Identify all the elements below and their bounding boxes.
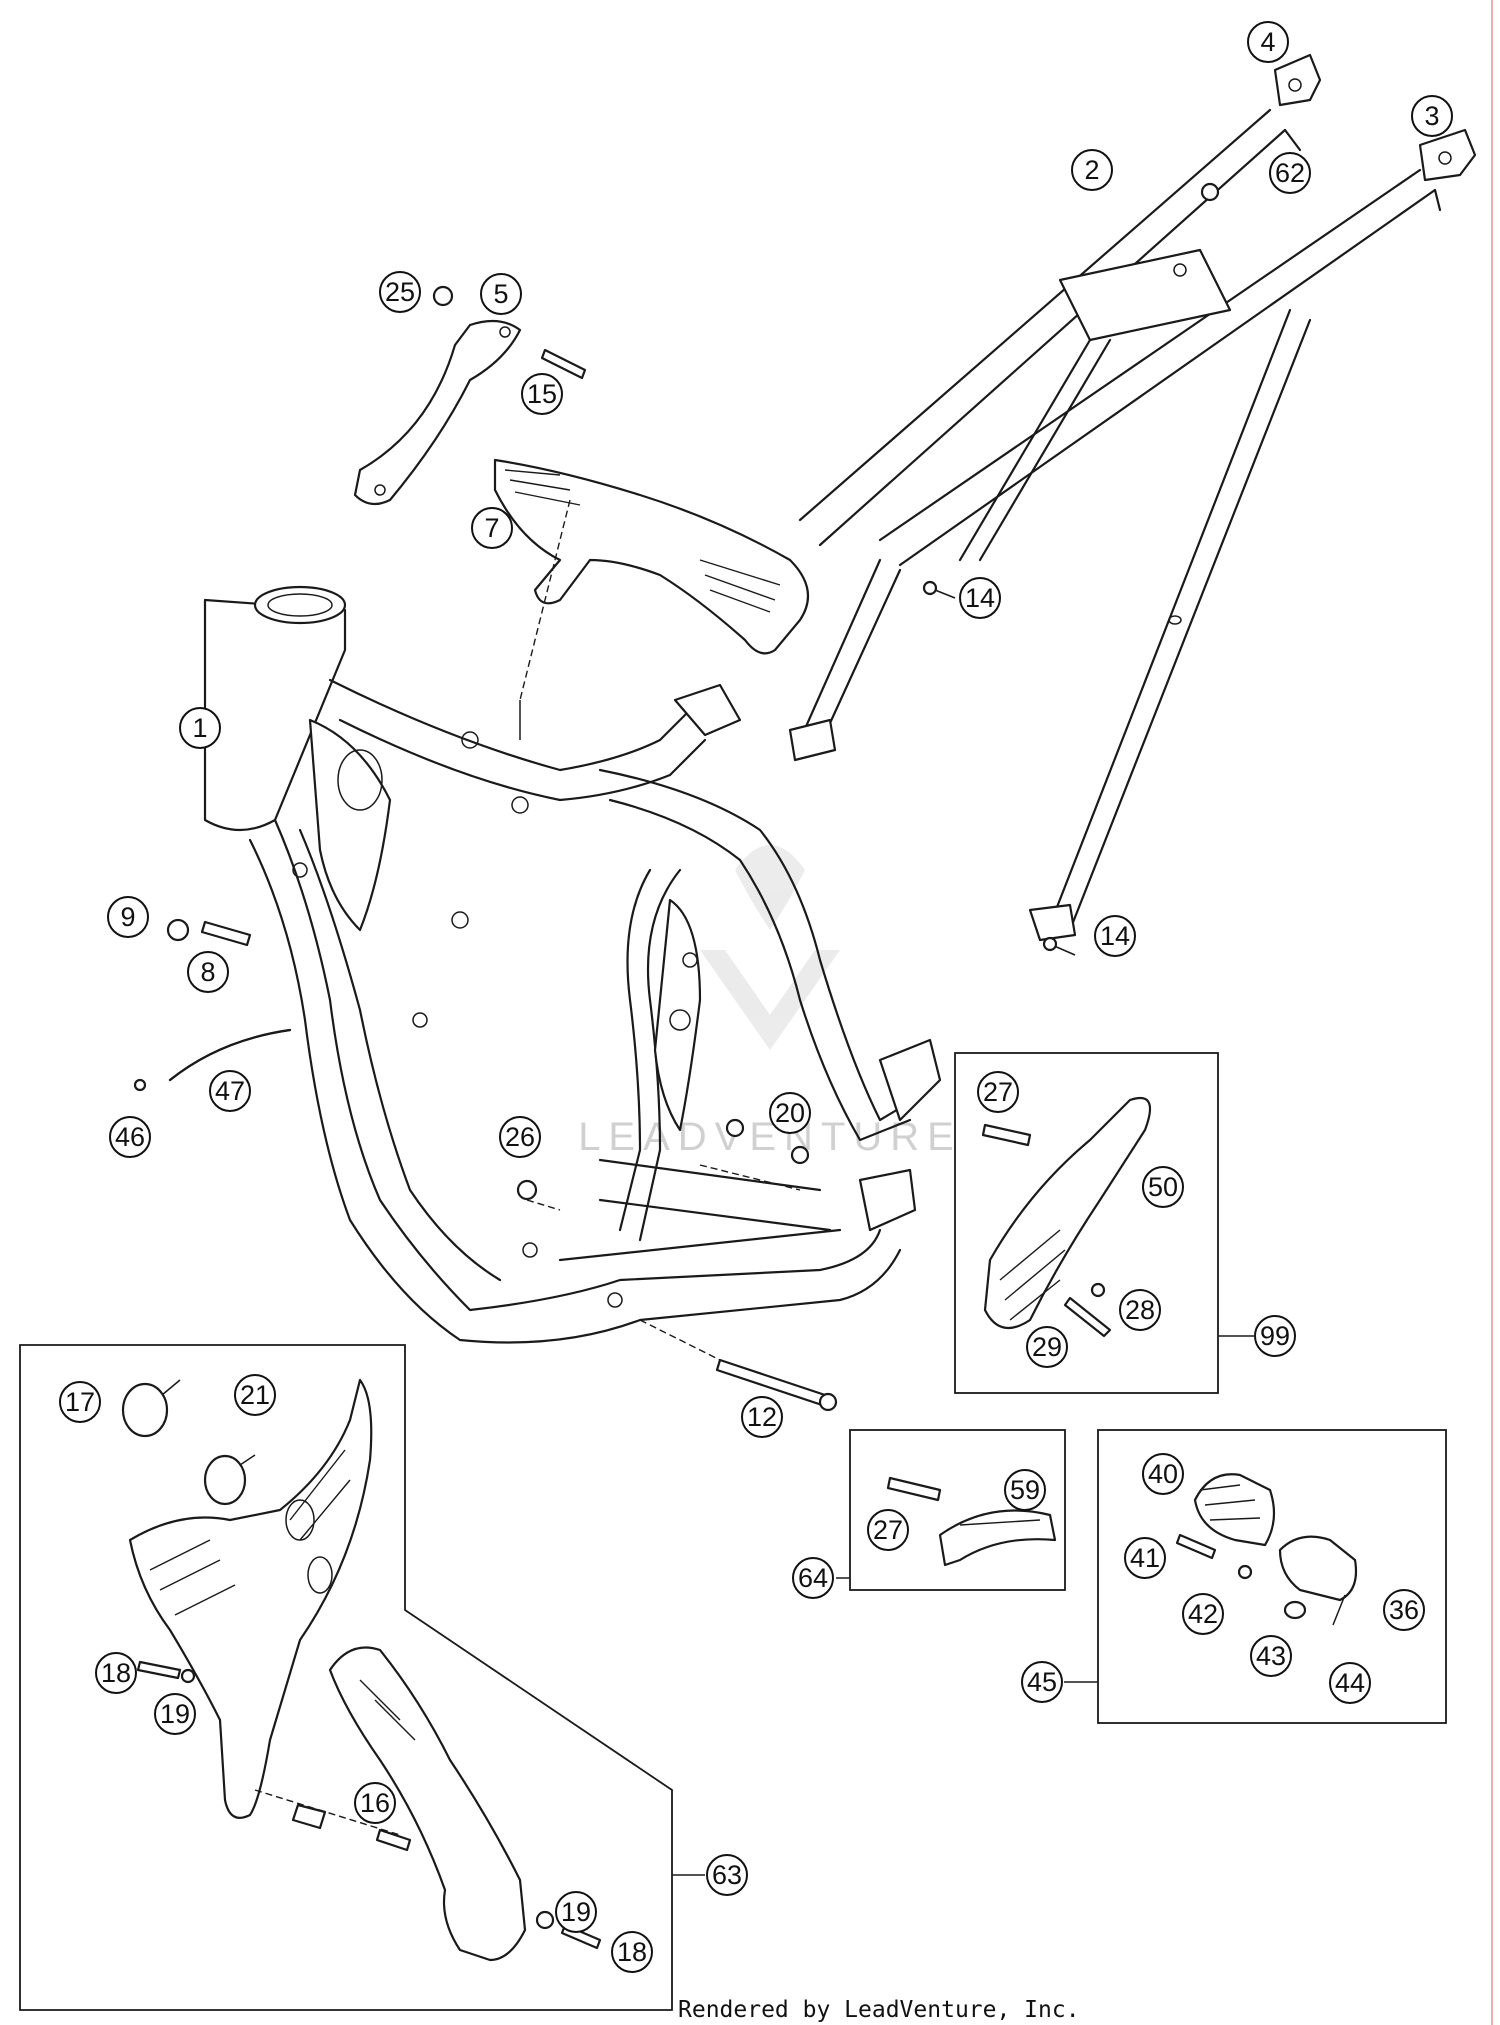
watermark-logo — [700, 845, 840, 1050]
assembly-45-box — [1097, 1429, 1447, 1724]
svg-text:63: 63 — [712, 1860, 742, 1890]
svg-text:45: 45 — [1027, 1667, 1057, 1697]
svg-text:14: 14 — [965, 583, 995, 613]
svg-text:64: 64 — [798, 1563, 828, 1593]
svg-text:62: 62 — [1275, 158, 1305, 188]
callout-21: 21 — [234, 1374, 276, 1416]
svg-text:41: 41 — [1130, 1543, 1160, 1573]
svg-text:12: 12 — [747, 1402, 777, 1432]
svg-text:20: 20 — [775, 1098, 805, 1128]
callout-46: 46 — [109, 1116, 151, 1158]
callout-14-lower: 14 — [1094, 915, 1136, 957]
callout-29: 29 — [1026, 1326, 1068, 1368]
svg-text:19: 19 — [561, 1897, 591, 1927]
rear-subframe — [788, 53, 1477, 956]
svg-text:8: 8 — [200, 957, 215, 987]
svg-text:14: 14 — [1100, 921, 1130, 951]
leader-lines — [672, 1335, 1255, 1876]
callout-18-right: 18 — [611, 1931, 653, 1973]
assembly-99-box — [954, 1052, 1219, 1394]
svg-text:42: 42 — [1188, 1599, 1218, 1629]
callout-27-box99: 27 — [977, 1071, 1019, 1113]
svg-text:3: 3 — [1424, 101, 1439, 131]
svg-text:2: 2 — [1084, 155, 1099, 185]
svg-text:28: 28 — [1125, 1295, 1155, 1325]
svg-text:46: 46 — [115, 1122, 145, 1152]
main-frame — [203, 585, 942, 1344]
left-small-parts — [133, 918, 292, 1092]
callout-42: 42 — [1182, 1593, 1224, 1635]
top-brackets — [353, 285, 810, 701]
assembly-63-box — [19, 1344, 673, 2011]
callout-62: 62 — [1269, 152, 1311, 194]
callout-3: 3 — [1411, 95, 1453, 137]
callout-45: 45 — [1021, 1661, 1063, 1703]
svg-text:27: 27 — [873, 1515, 903, 1545]
callout-99: 99 — [1254, 1315, 1296, 1357]
callout-44: 44 — [1329, 1662, 1371, 1704]
svg-text:9: 9 — [120, 902, 135, 932]
svg-text:26: 26 — [505, 1122, 535, 1152]
callout-9: 9 — [107, 896, 149, 938]
callout-15: 15 — [521, 373, 563, 415]
svg-text:27: 27 — [983, 1077, 1013, 1107]
callout-14-upper: 14 — [959, 577, 1001, 619]
svg-text:44: 44 — [1335, 1668, 1365, 1698]
frame-fasteners — [516, 1118, 838, 1412]
callout-27-box64: 27 — [867, 1509, 909, 1551]
svg-text:25: 25 — [385, 277, 415, 307]
page-edge-rule — [1491, 0, 1493, 2025]
svg-text:4: 4 — [1260, 27, 1275, 57]
svg-text:19: 19 — [160, 1699, 190, 1729]
svg-text:50: 50 — [1148, 1172, 1178, 1202]
callout-17: 17 — [59, 1381, 101, 1423]
callout-16: 16 — [354, 1782, 396, 1824]
callout-64: 64 — [792, 1557, 834, 1599]
svg-text:7: 7 — [484, 513, 499, 543]
assembly-64-box — [849, 1429, 1066, 1591]
callout-40: 40 — [1142, 1453, 1184, 1495]
svg-text:18: 18 — [101, 1658, 131, 1688]
callout-4: 4 — [1247, 21, 1289, 63]
callout-63: 63 — [706, 1854, 748, 1896]
svg-text:47: 47 — [215, 1076, 245, 1106]
svg-text:18: 18 — [617, 1937, 647, 1967]
callout-12: 12 — [741, 1396, 783, 1438]
svg-text:15: 15 — [527, 379, 557, 409]
callout-47: 47 — [209, 1070, 251, 1112]
svg-text:59: 59 — [1010, 1475, 1040, 1505]
svg-text:5: 5 — [493, 279, 508, 309]
callout-50: 50 — [1142, 1166, 1184, 1208]
svg-text:21: 21 — [240, 1380, 270, 1410]
svg-text:29: 29 — [1032, 1332, 1062, 1362]
callout-25: 25 — [379, 271, 421, 313]
callout-41: 41 — [1124, 1537, 1166, 1579]
svg-text:99: 99 — [1260, 1321, 1290, 1351]
callout-19-right: 19 — [555, 1891, 597, 1933]
footer-credit: Rendered by LeadVenture, Inc. — [678, 1997, 1080, 2023]
callout-2: 2 — [1071, 149, 1113, 191]
callout-7: 7 — [471, 507, 513, 549]
svg-text:16: 16 — [360, 1788, 390, 1818]
callout-59: 59 — [1004, 1469, 1046, 1511]
callout-5: 5 — [480, 273, 522, 315]
callout-26: 26 — [499, 1116, 541, 1158]
callout-36: 36 — [1383, 1589, 1425, 1631]
callout-28: 28 — [1119, 1289, 1161, 1331]
callout-20: 20 — [769, 1092, 811, 1134]
svg-text:36: 36 — [1389, 1595, 1419, 1625]
svg-text:40: 40 — [1148, 1459, 1178, 1489]
callout-18-left: 18 — [95, 1652, 137, 1694]
svg-text:1: 1 — [192, 713, 207, 743]
svg-text:17: 17 — [65, 1387, 95, 1417]
callout-43: 43 — [1250, 1635, 1292, 1677]
callout-1: 1 — [179, 707, 221, 749]
callout-19-left: 19 — [154, 1693, 196, 1735]
callout-8: 8 — [187, 951, 229, 993]
svg-text:43: 43 — [1256, 1641, 1286, 1671]
